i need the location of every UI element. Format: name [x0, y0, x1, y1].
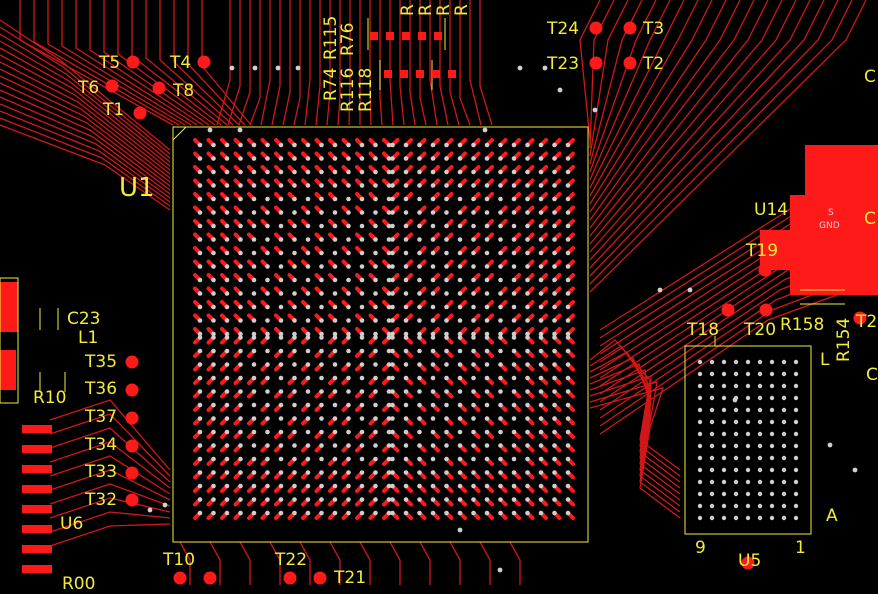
- r76-designator: R76: [338, 22, 358, 56]
- component-outlines: [0, 18, 845, 543]
- r154-designator: R154: [834, 317, 854, 362]
- tp-label-t4: T4: [170, 53, 192, 73]
- u6-designator: U6: [60, 514, 84, 534]
- tp-label-t35: T35: [85, 352, 118, 372]
- r-cut-label-1: R: [398, 4, 418, 16]
- tp-label-t20: T20: [744, 320, 777, 340]
- l1-designator: L1: [78, 328, 99, 348]
- u1-pin1-bevel: [172, 126, 187, 141]
- tp-label-t8: T8: [173, 81, 195, 101]
- tp-label-t6: T6: [78, 78, 100, 98]
- copper-pours: [0, 145, 878, 573]
- u5-designator: U5: [738, 551, 762, 571]
- r-cut-label-4: R: [452, 4, 472, 16]
- t-cut-label: T2: [856, 312, 878, 332]
- tp-label-t32: T32: [85, 490, 118, 510]
- r-cut-label-2: R: [416, 4, 436, 16]
- r116-designator: R116: [338, 67, 358, 112]
- c23-designator: C23: [67, 309, 101, 329]
- tp-label-t1: T1: [103, 100, 125, 120]
- u5-pin-row-l: L: [820, 350, 830, 370]
- u14-designator: U14: [754, 200, 789, 220]
- u5-pin-row-a: A: [826, 506, 838, 526]
- c-cut-label-3: C: [866, 365, 878, 385]
- tp-label-t33: T33: [85, 462, 118, 482]
- test-point-pads: [105, 21, 867, 585]
- r118-designator: R118: [356, 67, 376, 112]
- tp-label-t19: T19: [746, 241, 779, 261]
- tp-label-t36: T36: [85, 379, 118, 399]
- tp-label-t5: T5: [99, 53, 121, 73]
- u1-outline: [172, 126, 589, 543]
- tp-label-t34: T34: [85, 435, 118, 455]
- tp-label-t24: T24: [547, 19, 580, 39]
- gnd-net-label: GND: [819, 221, 840, 231]
- c-cut-label-2: C: [864, 209, 876, 229]
- tp-label-t10: T10: [163, 550, 196, 570]
- tp-label-t2: T2: [643, 54, 665, 74]
- u5-outline: [684, 345, 812, 535]
- r158-designator: R158: [780, 315, 825, 335]
- vias: [147, 65, 858, 573]
- u5-pin-col-9: 9: [695, 538, 706, 558]
- tp-label-t21: T21: [334, 568, 367, 588]
- tp-label-t37: T37: [85, 407, 118, 427]
- c-cut-label-1: C: [864, 67, 876, 87]
- r10-designator: R10: [33, 388, 67, 408]
- u1-designator: U1: [119, 173, 155, 203]
- u5-pin-col-1: 1: [795, 538, 806, 558]
- tp-label-t22: T22: [275, 550, 308, 570]
- tp-label-t18: T18: [687, 320, 720, 340]
- s-net-label: S: [828, 208, 834, 218]
- tp-label-t23: T23: [547, 54, 580, 74]
- left-block-outline: [0, 277, 19, 404]
- r-cut-label-3: R: [434, 4, 454, 16]
- tp-label-t3: T3: [643, 19, 665, 39]
